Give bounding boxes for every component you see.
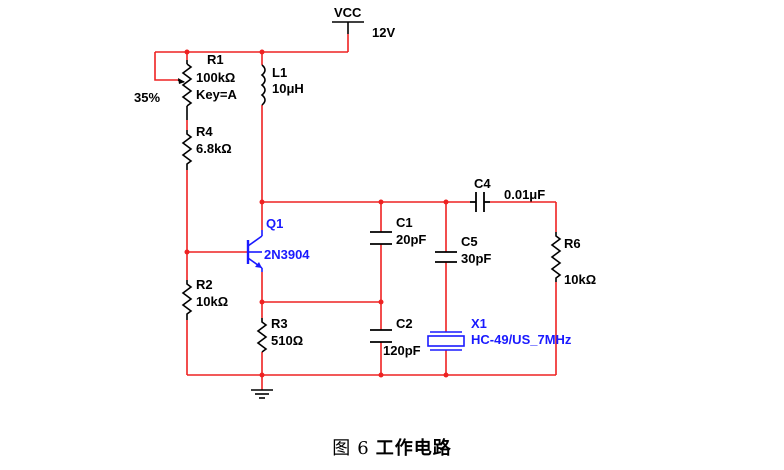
x1-value: HC-49/US_7MHz [471,332,572,347]
vcc-voltage: 12V [372,25,395,40]
q1-ref: Q1 [266,216,283,231]
capacitor-c4[interactable] [470,192,490,212]
wires [154,34,557,390]
r1-setting: 35% [134,90,160,105]
vcc-supply: VCC 12V [332,5,395,40]
inductor-l1[interactable]: L1 10μH [260,64,304,106]
capacitor-c2[interactable] [370,329,392,343]
c1-value: 20pF [396,232,426,247]
resistor-r4[interactable]: R4 6.8kΩ [181,124,232,170]
r4-value: 6.8kΩ [196,141,232,156]
r6-value: 10kΩ [564,272,596,287]
l1-value: 10μH [272,81,304,96]
resistor-r2[interactable]: R2 10kΩ [181,277,228,320]
ground-icon [251,389,273,399]
c4-value: 0.01μF [504,187,545,202]
r3-ref: R3 [271,316,288,331]
x1-ref: X1 [471,316,487,331]
resistor-r3[interactable]: R3 510Ω [256,316,303,353]
transistor-q1[interactable]: Q1 2N3904 [246,216,310,272]
resistor-r6[interactable]: R6 10kΩ [550,232,596,287]
c5-value: 30pF [461,251,491,266]
caption-number: 6 [357,438,370,459]
circuit-schematic: VCC 12V R1 100kΩ Key=A 35% R4 6.8kΩ R2 1… [134,5,596,399]
r2-ref: R2 [196,277,213,292]
c1-ref: C1 [396,215,413,230]
q1-value: 2N3904 [264,247,310,262]
caption-figure: 图 [332,438,352,459]
potentiometer-r1[interactable]: R1 100kΩ Key=A 35% [134,52,237,120]
c2-value: 120pF [383,343,421,358]
c4-ref: C4 [474,176,491,191]
capacitor-c1[interactable] [370,231,392,245]
r4-ref: R4 [196,124,213,139]
r1-key: Key=A [196,87,237,102]
crystal-x1[interactable] [427,331,465,351]
junction-nodes [184,49,449,378]
vcc-label: VCC [334,5,362,20]
caption-title: 工作电路 [375,438,452,459]
l1-ref: L1 [272,65,287,80]
r3-value: 510Ω [271,333,303,348]
c2-ref: C2 [396,316,413,331]
capacitor-c5[interactable] [435,251,457,263]
r1-ref: R1 [207,52,224,67]
r6-ref: R6 [564,236,581,251]
r1-value: 100kΩ [196,70,235,85]
r2-value: 10kΩ [196,294,228,309]
c5-ref: C5 [461,234,478,249]
